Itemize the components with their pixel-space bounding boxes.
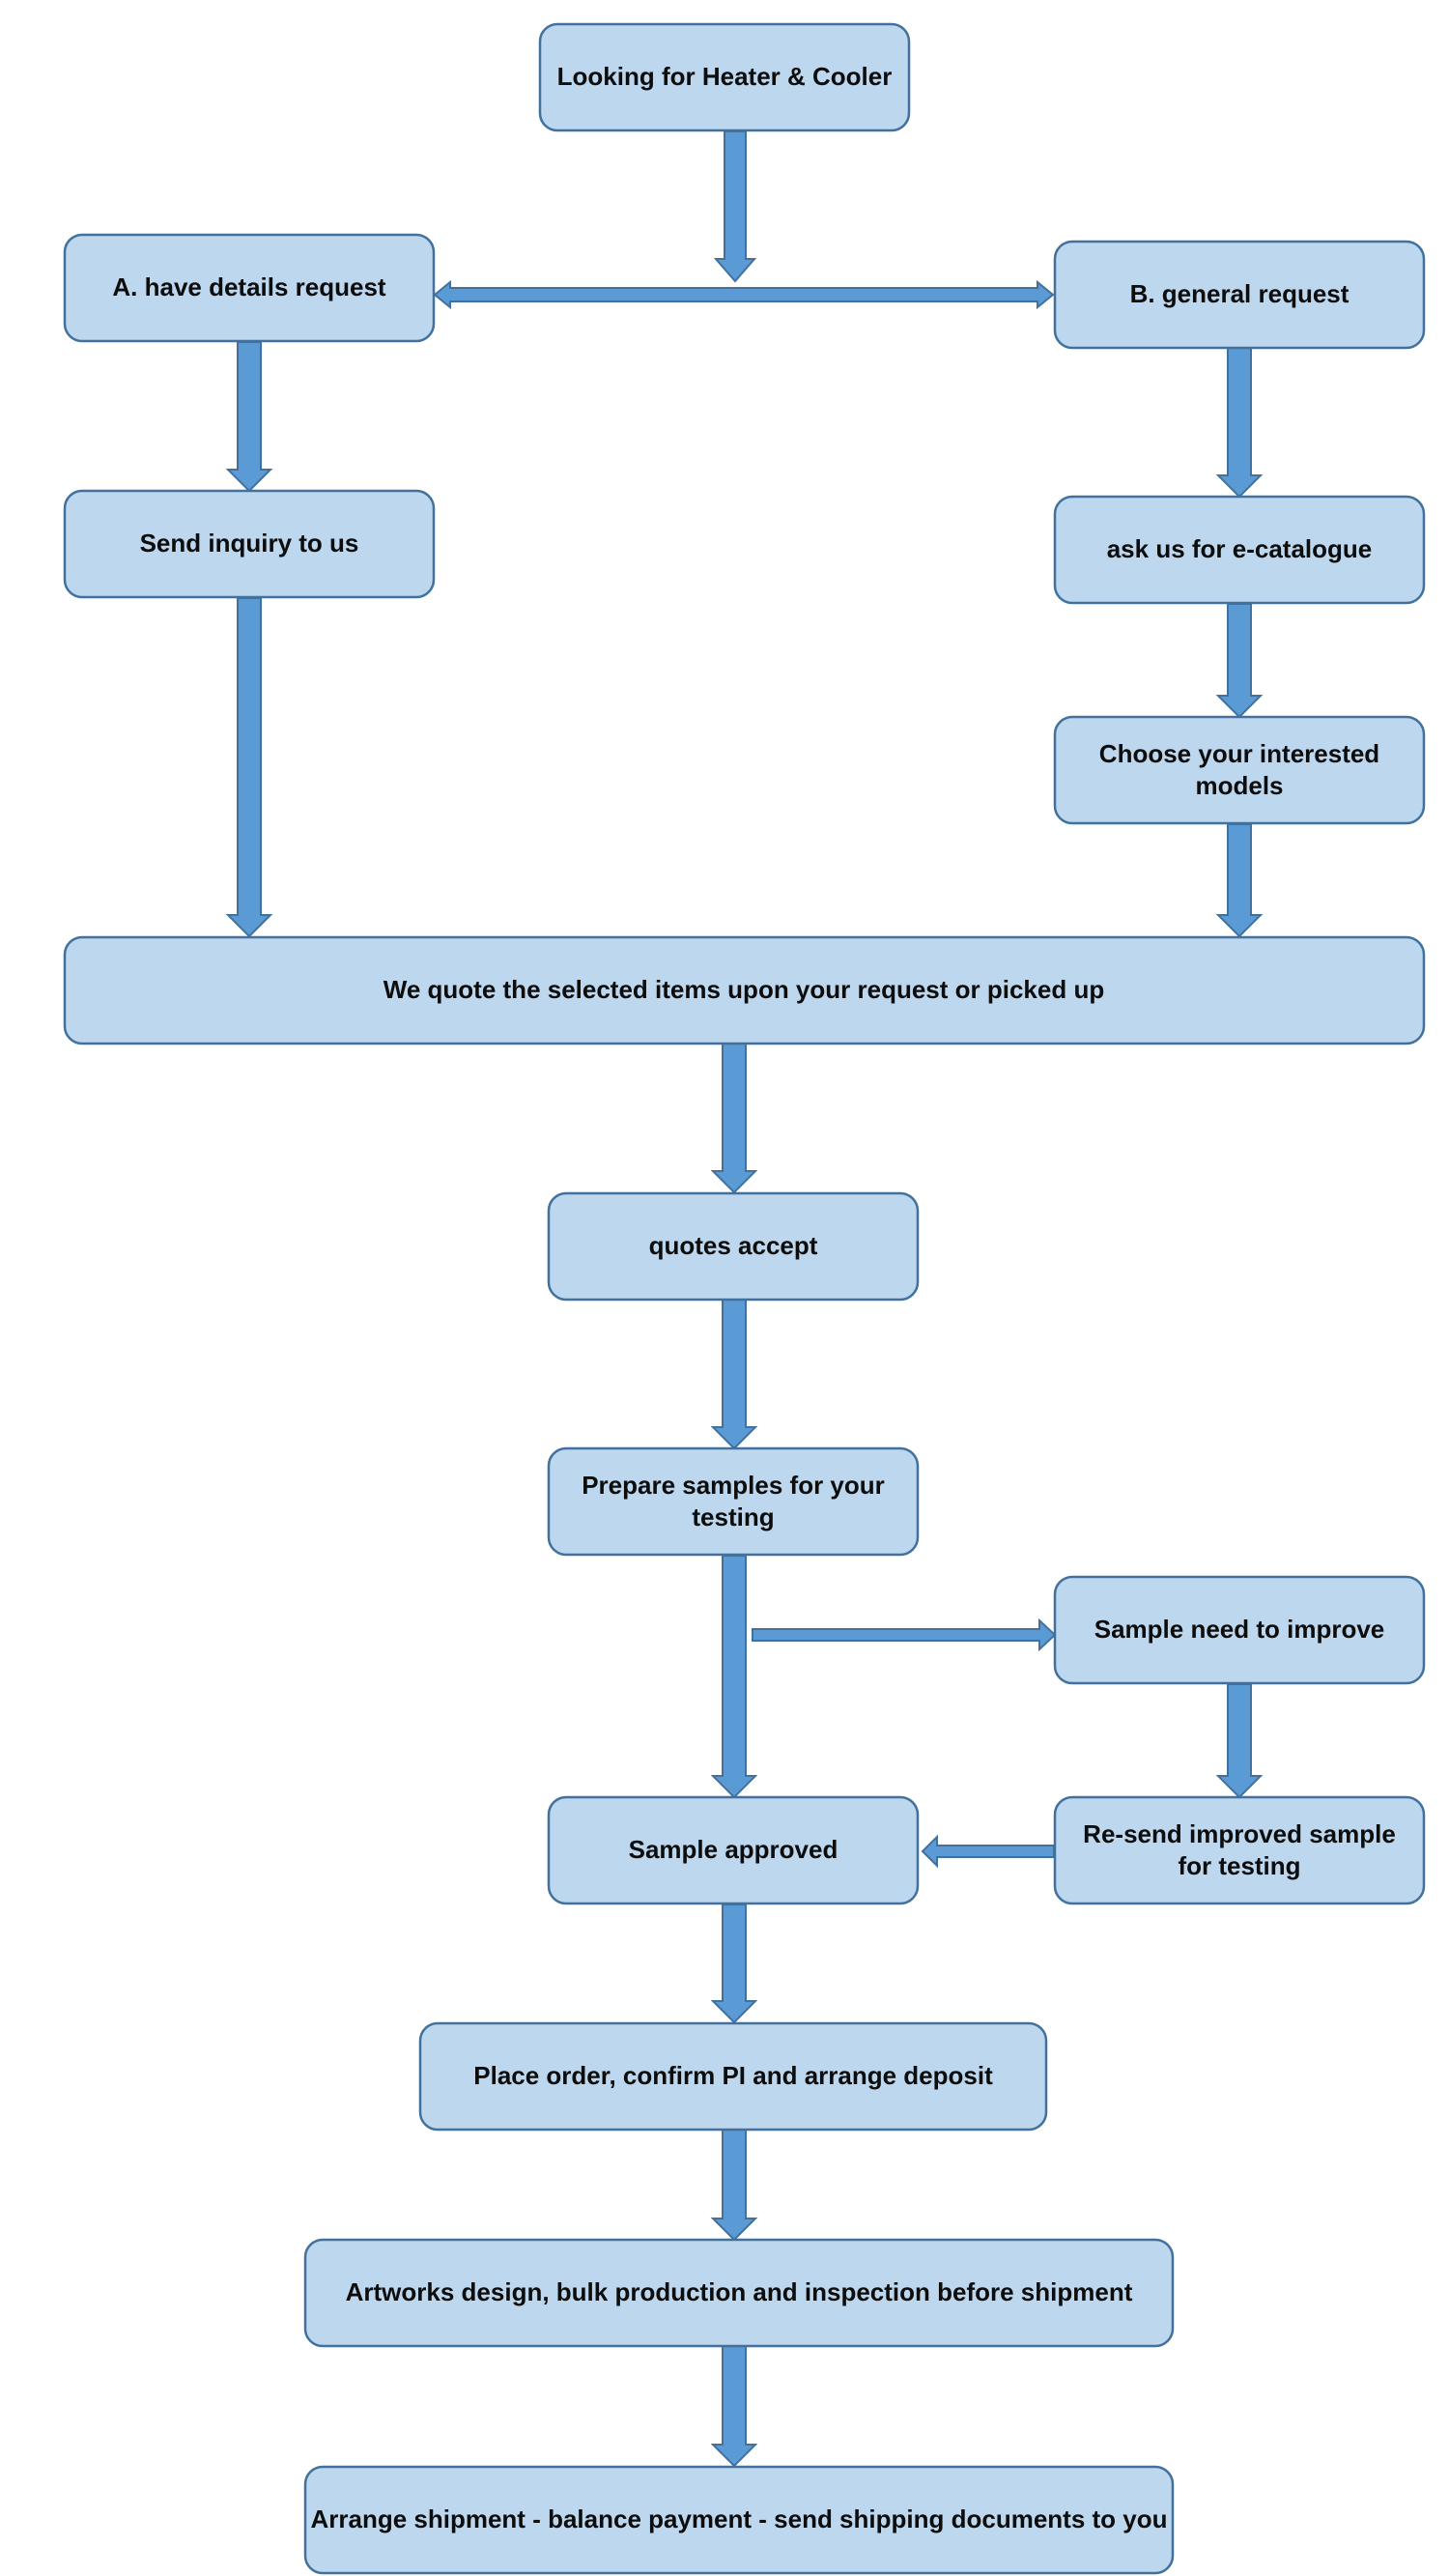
node-ask-catalogue-label: ask us for e-catalogue — [1107, 534, 1373, 563]
node-sample-approved: Sample approved — [547, 1795, 920, 1905]
node-prepare-samples: Prepare samples for your testing — [547, 1446, 920, 1557]
node-quote-label: We quote the selected items upon your re… — [384, 975, 1104, 1004]
arrow-a-to-inquiry — [225, 341, 273, 493]
node-resend-sample-label-line2: for testing — [1178, 1851, 1300, 1880]
node-place-order: Place order, confirm PI and arrange depo… — [418, 2021, 1048, 2132]
arrow-order-to-production — [710, 2129, 758, 2242]
node-place-order-label: Place order, confirm PI and arrange depo… — [473, 2061, 993, 2090]
arrow-samples-to-improve — [752, 1617, 1057, 1652]
node-sample-improve-label: Sample need to improve — [1094, 1615, 1385, 1644]
node-ask-catalogue: ask us for e-catalogue — [1053, 495, 1426, 605]
node-sample-approved-label: Sample approved — [629, 1835, 838, 1864]
node-prepare-samples-label-line1: Prepare samples for your — [582, 1471, 885, 1500]
node-shipment-label: Arrange shipment - balance payment - sen… — [310, 2504, 1167, 2533]
arrow-start-down — [713, 130, 757, 283]
arrow-samples-to-approved — [710, 1555, 758, 1799]
arrow-production-to-shipment — [710, 2345, 758, 2468]
arrow-b-to-catalogue — [1215, 347, 1264, 499]
node-send-inquiry: Send inquiry to us — [63, 489, 436, 599]
node-quotes-accept: quotes accept — [547, 1191, 920, 1302]
arrow-improve-to-resend — [1215, 1683, 1264, 1799]
node-send-inquiry-label: Send inquiry to us — [140, 529, 359, 558]
arrow-inquiry-to-quote — [225, 597, 273, 938]
arrow-approved-to-order — [710, 1903, 758, 2024]
arrow-accept-to-samples — [710, 1299, 758, 1450]
arrows — [225, 130, 1264, 2468]
node-quotes-accept-label: quotes accept — [649, 1231, 818, 1260]
node-choose-models-label-line1: Choose your interested — [1099, 739, 1379, 768]
node-detailed-request-label: A. have details request — [112, 272, 386, 301]
arrow-resend-to-approved — [921, 1834, 1055, 1869]
node-sample-improve: Sample need to improve — [1053, 1575, 1426, 1685]
node-start-label: Looking for Heater & Cooler — [557, 62, 893, 91]
node-general-request: B. general request — [1053, 240, 1426, 350]
arrow-models-to-quote — [1215, 823, 1264, 938]
node-resend-sample-label-line1: Re-send improved sample — [1083, 1819, 1396, 1848]
node-detailed-request: A. have details request — [63, 233, 436, 343]
node-prepare-samples-label-line2: testing — [692, 1503, 774, 1531]
arrow-catalogue-to-models — [1215, 603, 1264, 719]
node-production-label: Artworks design, bulk production and ins… — [346, 2277, 1133, 2306]
node-general-request-label: B. general request — [1130, 279, 1350, 308]
node-choose-models-label-line2: models — [1195, 771, 1283, 800]
arrow-quote-to-accept — [710, 1043, 758, 1194]
node-production: Artworks design, bulk production and ins… — [303, 2238, 1175, 2348]
node-start: Looking for Heater & Cooler — [538, 22, 911, 132]
node-quote: We quote the selected items upon your re… — [63, 935, 1426, 1045]
node-choose-models: Choose your interested models — [1053, 715, 1426, 825]
node-resend-sample: Re-send improved sample for testing — [1053, 1795, 1426, 1905]
arrow-a-b-double — [433, 279, 1055, 310]
node-shipment: Arrange shipment - balance payment - sen… — [303, 2465, 1175, 2575]
